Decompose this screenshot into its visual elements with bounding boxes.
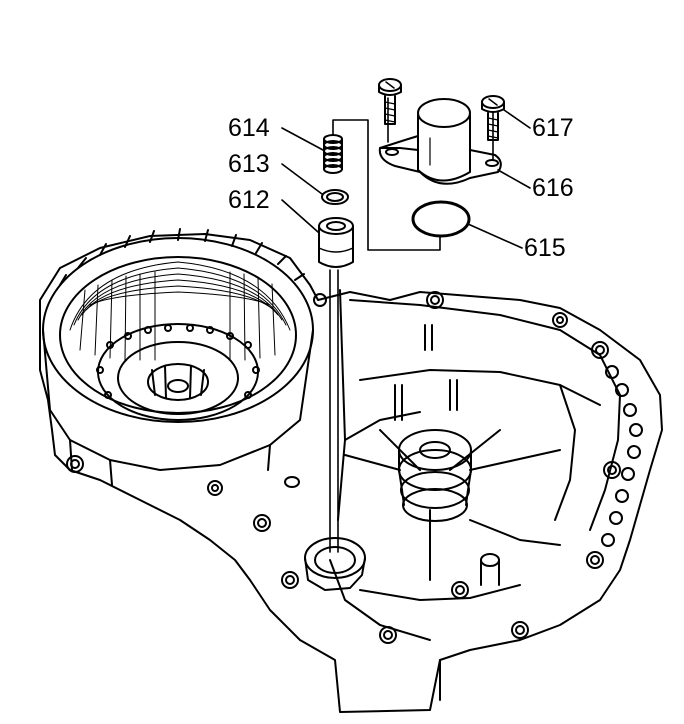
o-ring-615 xyxy=(411,200,471,238)
callout-612: 612 xyxy=(228,186,270,214)
callout-616: 616 xyxy=(532,174,574,202)
clutch-plates xyxy=(69,261,291,361)
clutch-drum xyxy=(42,228,314,486)
case-bolt-holes xyxy=(66,291,621,644)
bolt-617-right xyxy=(481,95,505,141)
center-pulley xyxy=(344,429,561,581)
callout-613: 613 xyxy=(228,150,270,178)
ring-613 xyxy=(321,189,349,205)
piston-612 xyxy=(318,217,354,268)
leader-lines xyxy=(281,109,531,249)
callout-615: 615 xyxy=(524,234,566,262)
callout-614: 614 xyxy=(228,114,270,142)
bolt-617-left xyxy=(378,78,402,125)
hub-holes xyxy=(96,324,260,399)
chain-edge xyxy=(601,365,643,547)
cover-616 xyxy=(378,98,502,185)
accumulator-bore xyxy=(304,537,366,591)
spring-614 xyxy=(323,134,343,174)
callout-617: 617 xyxy=(532,114,574,142)
transmission-case xyxy=(39,233,663,713)
